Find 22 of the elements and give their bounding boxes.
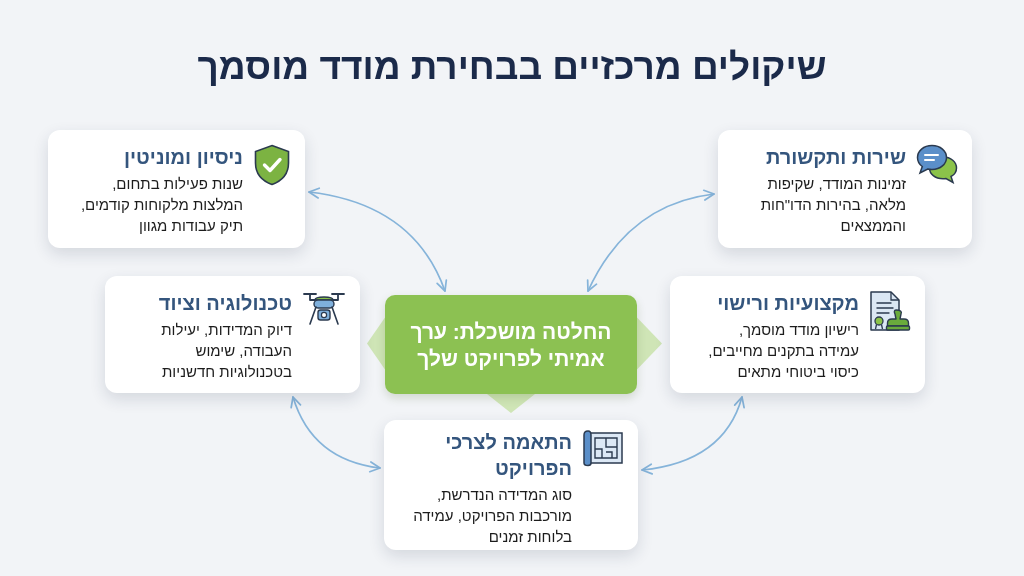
double-headed-arrow: [587, 189, 715, 292]
card-heading: התאמה לצרכי הפרויקט: [444, 430, 572, 481]
title: שיקולים מרכזיים בבחירת מודד מוסמך: [197, 45, 827, 89]
central-text: החלטה מושכלת: ערך אמיתי לפרויקט שלך: [409, 318, 613, 372]
info-card: [384, 420, 638, 550]
info-card: [718, 130, 972, 248]
info-card: [48, 130, 305, 248]
card-heading: טכנולוגיה וציוד: [158, 291, 292, 316]
info-card: [670, 276, 925, 393]
card-description: שנות פעילות בתחום, המלצות מלקוחות קודמים, תיק עבודות מגוון: [79, 174, 243, 236]
double-headed-arrow: [290, 396, 381, 473]
info-card: [105, 276, 360, 393]
double-headed-arrow: [308, 187, 447, 292]
double-headed-arrow: [641, 396, 745, 475]
card-heading: שירות ותקשורת: [765, 145, 906, 170]
card-description: סוג המדידה הנדרשת, מורכבות הפרויקט, עמידה בלוחות זמנים: [412, 485, 572, 547]
card-description: רישיון מודד מוסמך, עמידה בתקנים מחייבים, כיסוי ביטוחי מתאים: [707, 320, 859, 382]
central-decision-box: [385, 295, 637, 394]
card-description: דיוק המדידות, יעילות העבודה, שימוש בטכנולוגיות חדשניות: [160, 320, 292, 382]
card-heading: מקצועיות ורישוי: [717, 291, 859, 316]
card-heading: ניסיון ומוניטין: [124, 145, 243, 170]
card-description: זמינות המודד, שקיפות מלאה, בהירות הדו"חות והממצאים: [759, 174, 906, 236]
